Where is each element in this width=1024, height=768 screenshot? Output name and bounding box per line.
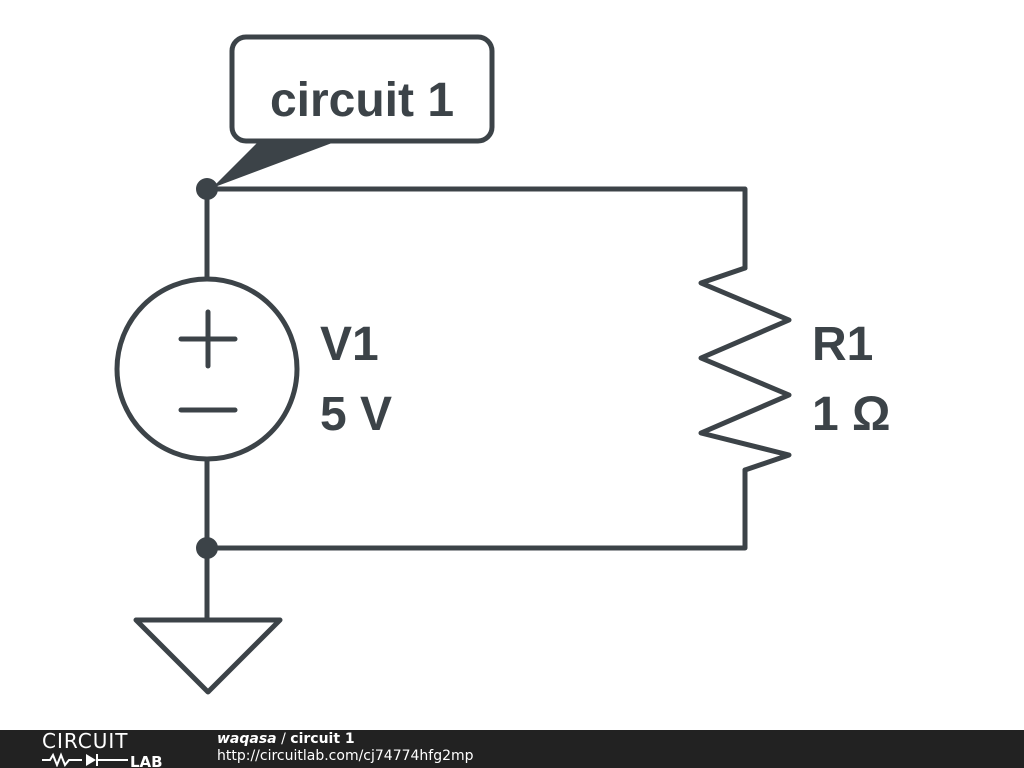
voltage-source-value: 5 V bbox=[320, 388, 392, 441]
path-separator: / bbox=[276, 731, 291, 747]
resistor-r1[interactable] bbox=[698, 265, 792, 473]
top-node[interactable] bbox=[196, 178, 218, 200]
author-name[interactable]: waqasa bbox=[217, 731, 277, 747]
callout-box bbox=[229, 34, 495, 144]
resistor-name: R1 bbox=[812, 318, 873, 371]
callout-pointer bbox=[212, 140, 340, 188]
title-callout[interactable]: circuit 1 bbox=[212, 34, 495, 188]
voltage-source-name: V1 bbox=[320, 318, 379, 371]
circuit-schematic: circuit 1 V1 5 V R1 1 Ω bbox=[114, 34, 891, 695]
callout-title: circuit 1 bbox=[270, 74, 454, 127]
voltage-source-circle bbox=[114, 276, 300, 462]
ground-icon[interactable] bbox=[133, 617, 283, 695]
circuit-url-link[interactable]: http://circuitlab.com/cj74774hfg2mp bbox=[217, 748, 474, 764]
diode-icon bbox=[86, 754, 96, 766]
voltage-source-v1[interactable] bbox=[114, 276, 300, 462]
bottom-wire bbox=[204, 467, 748, 551]
logo-top-text: CIRCUIT bbox=[42, 731, 128, 753]
logo-bottom-text: LAB bbox=[130, 753, 163, 767]
circuit-name[interactable]: circuit 1 bbox=[290, 731, 355, 747]
resistor-value: 1 Ω bbox=[812, 388, 891, 441]
top-wire bbox=[204, 186, 748, 281]
bottom-node[interactable] bbox=[196, 537, 218, 559]
circuitlab-logo[interactable]: CIRCUIT LAB bbox=[42, 731, 182, 767]
footer-info: waqasa / circuit 1 http://circuitlab.com… bbox=[217, 731, 474, 765]
footer-bar: CIRCUIT LAB waqasa / circuit 1 http://ci… bbox=[0, 730, 1024, 768]
resistor-icon bbox=[42, 752, 82, 767]
